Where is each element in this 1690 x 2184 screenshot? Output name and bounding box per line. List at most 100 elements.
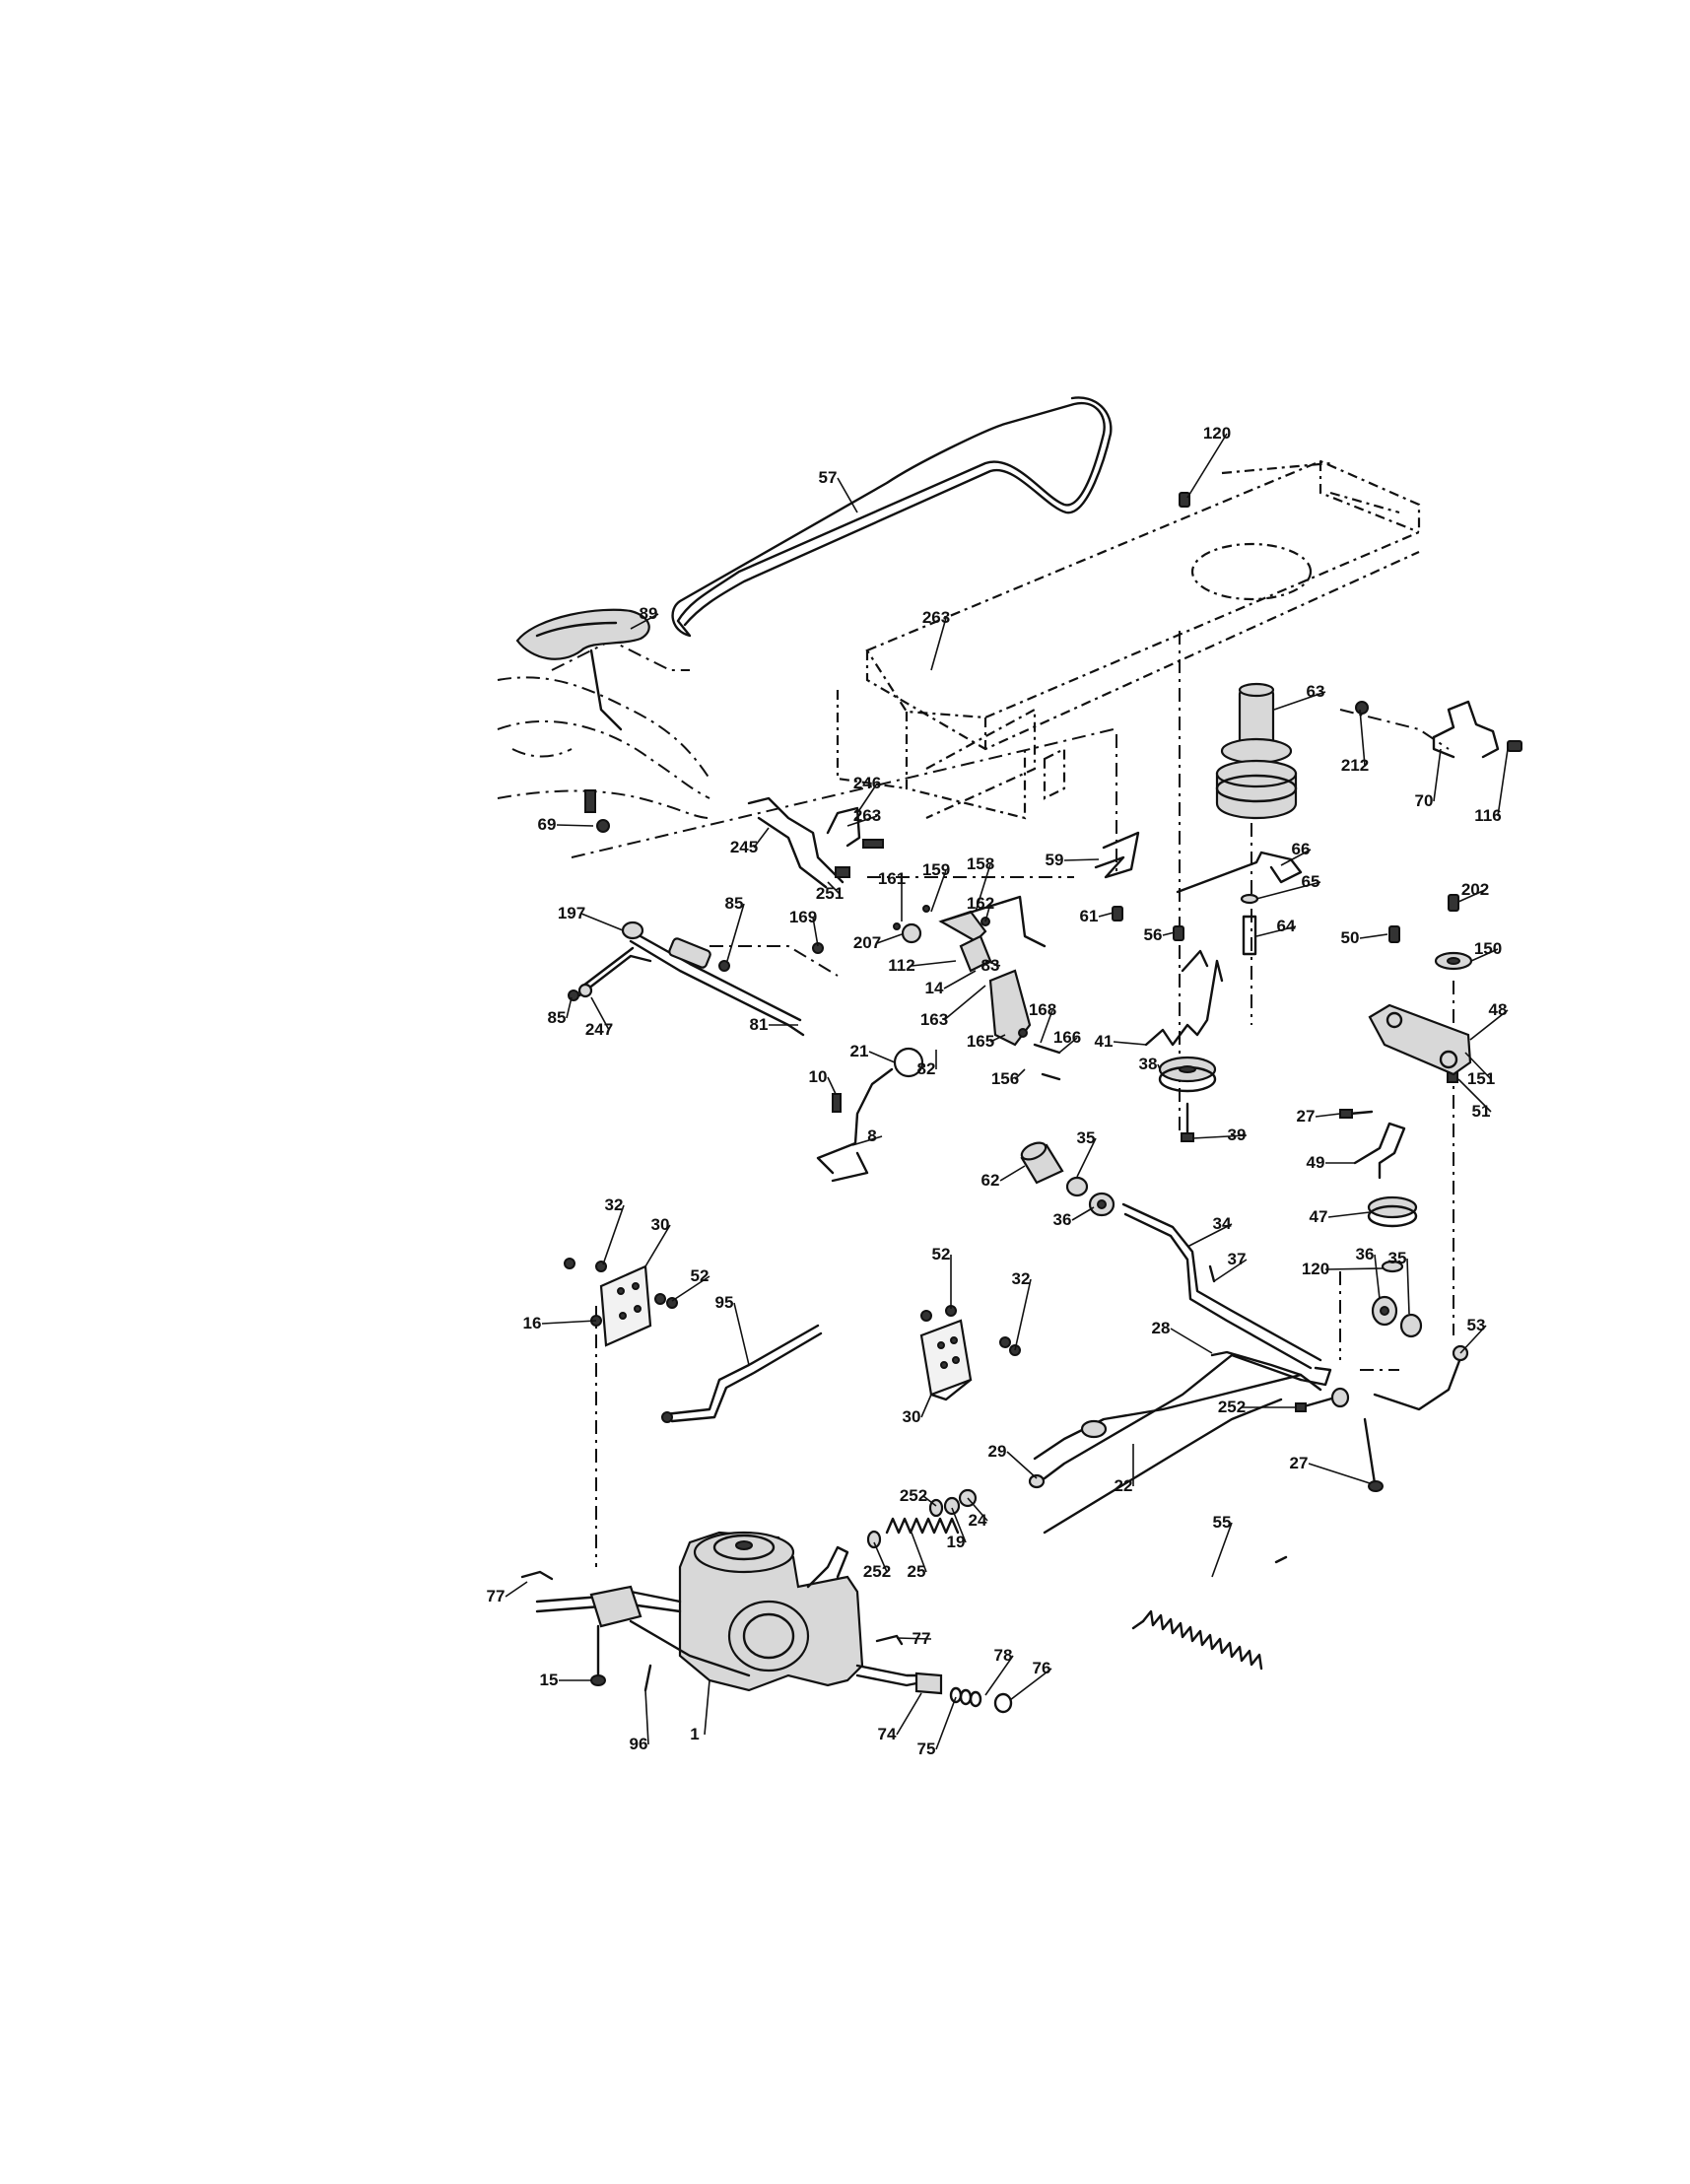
leader-c16: [541, 1320, 597, 1325]
callout-label: 197: [558, 904, 585, 922]
leader-c47: [1327, 1211, 1371, 1218]
leader-c159: [930, 869, 947, 913]
callout-label: 62: [981, 1171, 1000, 1190]
callout-label: 251: [816, 884, 844, 903]
callout-label: 246: [853, 774, 881, 792]
leader-c156: [1014, 1068, 1026, 1080]
washers-36-35: [1371, 1295, 1423, 1338]
leader-c34: [1186, 1223, 1233, 1248]
rod-28: [1043, 1350, 1332, 1480]
plate-30-left: [564, 1258, 678, 1347]
leader-c169: [812, 917, 819, 947]
shaft-34: [1121, 1202, 1322, 1370]
leader-c251: [827, 881, 841, 895]
callout-label: 96: [630, 1735, 648, 1753]
callout-label: 85: [548, 1008, 567, 1027]
callout-label: 47: [1310, 1207, 1328, 1226]
bracket-59: [1094, 831, 1140, 879]
bracket-41: [1144, 949, 1224, 1047]
callout-label: 27: [1290, 1454, 1309, 1472]
leader-c163: [943, 985, 986, 1021]
leader-c41: [1113, 1041, 1147, 1046]
leader-c14: [943, 970, 977, 990]
leader-c247: [590, 996, 610, 1031]
callout-label: 50: [1341, 928, 1360, 947]
callout-label: 19: [947, 1533, 966, 1551]
leader-c21: [868, 1051, 896, 1063]
bracket-70: [1432, 700, 1522, 759]
callout-label: 32: [605, 1195, 624, 1214]
callout-label: 16: [523, 1314, 542, 1332]
leader-c69: [556, 824, 594, 827]
callout-label: 166: [1053, 1028, 1081, 1047]
cable-22: [1028, 1373, 1303, 1535]
callout-label: 161: [878, 869, 906, 888]
callout-label: 76: [1033, 1659, 1051, 1677]
leader-c150: [1470, 948, 1499, 962]
leader-c245: [753, 827, 770, 849]
leader-c32a: [602, 1204, 625, 1265]
leader-c27a: [1315, 1113, 1341, 1118]
pin-96: [643, 1664, 652, 1692]
leader-lines: [505, 433, 1509, 1750]
callout-label: 29: [988, 1442, 1007, 1461]
leader-c77b: [896, 1637, 932, 1640]
leader-c85b: [566, 996, 573, 1019]
leader-c74: [896, 1692, 922, 1736]
leader-c63: [1273, 691, 1326, 711]
rod-95: [661, 1324, 823, 1423]
callout-label: 89: [640, 604, 658, 623]
callout-label: 159: [922, 860, 950, 879]
leader-c116: [1497, 748, 1509, 817]
pulley-47: [1367, 1195, 1418, 1273]
leader-c263b: [846, 815, 878, 827]
linkage-assembly: [812, 895, 1061, 1081]
pedal-89: [515, 608, 650, 731]
bracket-48: [1339, 1003, 1472, 1119]
callout-label: 169: [789, 908, 817, 926]
leader-c166: [1058, 1037, 1078, 1054]
callout-label: 63: [1307, 682, 1325, 701]
callout-label: 38: [1139, 1055, 1158, 1073]
callout-label: 263: [922, 608, 950, 627]
leader-c202: [1457, 889, 1486, 903]
leader-c95: [733, 1302, 750, 1366]
drive-belt-57: [671, 396, 1113, 638]
leader-c48: [1469, 1009, 1509, 1041]
leader-c35a: [1076, 1137, 1097, 1178]
callout-label: 25: [908, 1562, 926, 1581]
callout-label: 51: [1472, 1102, 1491, 1121]
callout-label: 165: [967, 1032, 994, 1051]
leader-c96: [644, 1689, 649, 1745]
callout-label: 59: [1046, 851, 1064, 869]
callout-label: 69: [538, 815, 557, 834]
callout-label: 48: [1489, 1000, 1508, 1019]
callout-label: 162: [967, 894, 994, 913]
idler-pulley-38: [1158, 1056, 1217, 1142]
callout-label: 263: [853, 806, 881, 825]
callout-label: 116: [1474, 806, 1501, 825]
leader-c27b: [1308, 1463, 1371, 1484]
callout-label: 34: [1213, 1214, 1232, 1233]
leader-c38: [1157, 1063, 1161, 1070]
callout-label: 66: [1292, 840, 1311, 858]
callout-label: 55: [1213, 1513, 1232, 1532]
callout-label: 247: [585, 1020, 613, 1039]
leader-c120a: [1186, 433, 1228, 499]
callout-label: 150: [1474, 939, 1502, 958]
callout-label: 81: [750, 1015, 769, 1034]
callout-label: 65: [1302, 872, 1320, 891]
leader-c53: [1459, 1325, 1487, 1354]
leader-c62: [999, 1165, 1026, 1182]
callout-label: 83: [981, 956, 1000, 975]
leader-c158: [975, 863, 991, 913]
leader-c10: [827, 1076, 837, 1095]
callout-label: 202: [1461, 880, 1489, 899]
leader-c78: [984, 1655, 1014, 1696]
callout-label: 64: [1277, 917, 1296, 935]
leader-c59: [1063, 858, 1100, 861]
callout-label: 245: [730, 838, 758, 856]
leader-c165: [989, 1034, 1006, 1043]
